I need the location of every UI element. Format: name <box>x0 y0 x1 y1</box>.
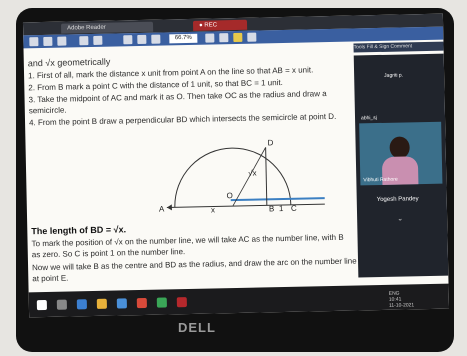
participant-video[interactable]: Vibhuti Rathore <box>359 121 443 186</box>
participant-name: abhi_sj <box>360 115 377 122</box>
system-tray[interactable]: ENG 10:41 11-10-2021 <box>389 290 415 309</box>
laptop-screen: Adobe Reader ● REC 66.7% Tools Fill & Si… <box>22 13 450 318</box>
pdf-reader-icon[interactable] <box>176 297 187 308</box>
print-icon[interactable] <box>43 36 53 47</box>
comment-icon[interactable] <box>233 32 243 43</box>
highlight-line <box>230 197 325 202</box>
participant-name: Yogesh Pandey <box>376 196 419 204</box>
pdf-document: and √x geometrically 1. First of all, ma… <box>24 41 365 292</box>
radius-od <box>232 147 266 207</box>
search-icon[interactable] <box>56 299 67 310</box>
participant-name: Jagriti p. <box>384 72 404 79</box>
zoom-out-icon[interactable] <box>123 35 133 45</box>
edge-icon[interactable] <box>76 299 87 310</box>
dell-logo: DELL <box>178 320 216 335</box>
label-a: A <box>159 204 165 213</box>
zoom-input[interactable]: 66.7% <box>169 33 198 44</box>
tab-adobe-reader[interactable]: Adobe Reader <box>60 21 154 34</box>
length-title: The length of BD = √x. <box>31 224 127 237</box>
chrome-icon[interactable] <box>136 297 147 309</box>
section-heading: and √x geometrically <box>27 56 111 69</box>
folder-icon[interactable] <box>96 298 107 309</box>
start-icon[interactable] <box>36 299 47 311</box>
semicircle-diagram: D √x O A x B 1 C <box>159 138 325 215</box>
step-line: 4. From the point B draw a perpendicular… <box>28 111 337 128</box>
home-icon[interactable] <box>29 37 39 47</box>
chevron-down-icon[interactable]: ⌄ <box>397 215 404 223</box>
video-label: Vibhuti Rathore <box>363 176 398 184</box>
page-down-icon[interactable] <box>93 35 103 45</box>
share-icon[interactable] <box>247 32 257 42</box>
semicircle-arc <box>174 147 292 208</box>
zoom-in-icon[interactable] <box>137 34 147 45</box>
save-icon[interactable] <box>57 36 67 46</box>
sign-icon[interactable] <box>219 33 229 43</box>
right-toolbar-labels[interactable]: Tools Fill & Sign Comment <box>353 41 444 53</box>
label-d: D <box>267 138 273 147</box>
video-call-panel: Jagriti p. abhi_sj Vibhuti Rathore Yoges… <box>353 53 449 278</box>
store-icon[interactable] <box>116 298 127 309</box>
number-line <box>166 203 325 208</box>
para-line: at point E. <box>32 273 69 284</box>
page-up-icon[interactable] <box>79 36 89 46</box>
label-b: B <box>269 204 275 213</box>
label-c: C <box>291 204 297 213</box>
arrow-left <box>166 204 172 211</box>
meet-icon[interactable] <box>156 297 167 308</box>
hand-tool-icon[interactable] <box>205 33 215 43</box>
clock-date: 11-10-2021 <box>388 302 415 309</box>
label-x: x <box>211 205 215 214</box>
person-head <box>389 136 410 159</box>
step-line: semicircle. <box>28 105 67 116</box>
perpendicular-bd <box>265 147 268 206</box>
label-o: O <box>227 191 233 200</box>
para-line: as zero. So C is point 1 on the number l… <box>31 247 186 260</box>
select-icon[interactable] <box>151 34 161 44</box>
tab-recording[interactable]: ● REC <box>192 19 248 31</box>
label-one: 1 <box>279 204 284 213</box>
label-sqrt-x: √x <box>248 169 257 178</box>
